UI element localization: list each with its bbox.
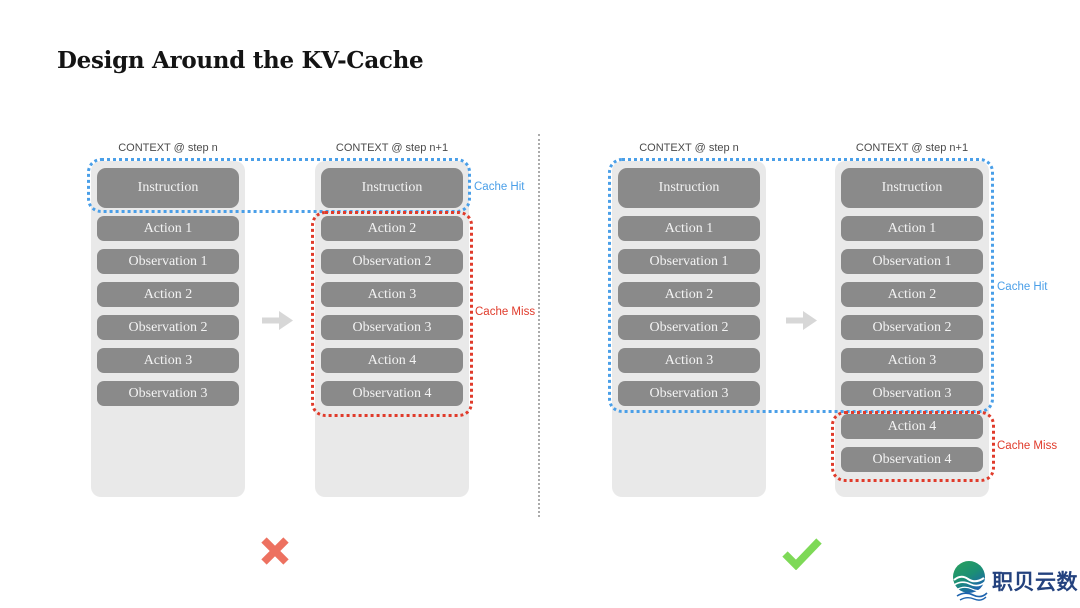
context-box: Action 2: [618, 282, 760, 307]
page-title: Design Around the KV-Cache: [57, 47, 424, 74]
context-box: Action 2: [841, 282, 983, 307]
divider: [538, 134, 540, 517]
context-box: Observation 3: [321, 315, 463, 340]
context-box: Observation 2: [841, 315, 983, 340]
context-box: Instruction: [97, 168, 239, 208]
context-box: Action 3: [321, 282, 463, 307]
check-icon: [782, 538, 822, 570]
cross-icon: [261, 537, 289, 565]
context-box: Observation 1: [97, 249, 239, 274]
right-arrow-icon: [786, 311, 817, 330]
left-cache-miss-label: Cache Miss: [475, 306, 536, 318]
logo: 职贝云数: [951, 560, 1078, 602]
right-context-column-step-n1: Instruction Action 1 Observation 1 Actio…: [835, 161, 989, 497]
context-box: Instruction: [841, 168, 983, 208]
left-cache-hit-outline: [87, 158, 471, 213]
context-box: Action 1: [841, 216, 983, 241]
context-box: Observation 2: [618, 315, 760, 340]
context-box: Instruction: [618, 168, 760, 208]
right-col2-header: CONTEXT @ step n+1: [855, 142, 969, 154]
left-context-column-step-n: Instruction Action 1 Observation 1 Actio…: [91, 161, 245, 497]
left-col1-header: CONTEXT @ step n: [118, 142, 218, 154]
right-cache-hit-label: Cache Hit: [997, 281, 1048, 293]
context-box: Observation 4: [321, 381, 463, 406]
right-col1-header: CONTEXT @ step n: [639, 142, 739, 154]
context-box: Action 3: [841, 348, 983, 373]
right-cache-miss-label: Cache Miss: [997, 440, 1058, 452]
context-box: Observation 4: [841, 447, 983, 472]
wave-globe-icon: [953, 561, 988, 601]
context-box: Observation 1: [618, 249, 760, 274]
context-box: Observation 3: [841, 381, 983, 406]
context-box: Action 2: [97, 282, 239, 307]
context-box: Action 3: [618, 348, 760, 373]
context-box: Observation 3: [618, 381, 760, 406]
right-context-column-step-n: Instruction Action 1 Observation 1 Actio…: [612, 161, 766, 497]
context-box: Action 2: [321, 216, 463, 241]
left-context-column-step-n1: Instruction Action 2 Observation 2 Actio…: [315, 161, 469, 497]
context-box: Observation 3: [97, 381, 239, 406]
context-box: Instruction: [321, 168, 463, 208]
context-box: Action 4: [841, 414, 983, 439]
context-box: Action 1: [618, 216, 760, 241]
right-cache-hit-outline: [608, 158, 994, 413]
left-cache-hit-label: Cache Hit: [474, 181, 525, 193]
context-box: Action 4: [321, 348, 463, 373]
right-cache-miss-outline: [831, 411, 995, 482]
logo-text: 职贝云数: [992, 571, 1078, 594]
context-box: Observation 1: [841, 249, 983, 274]
left-cache-miss-outline: [311, 211, 473, 417]
context-box: Action 1: [97, 216, 239, 241]
right-arrow-icon: [262, 311, 293, 330]
context-box: Observation 2: [97, 315, 239, 340]
context-box: Observation 2: [321, 249, 463, 274]
context-box: Action 3: [97, 348, 239, 373]
left-col2-header: CONTEXT @ step n+1: [335, 142, 449, 154]
